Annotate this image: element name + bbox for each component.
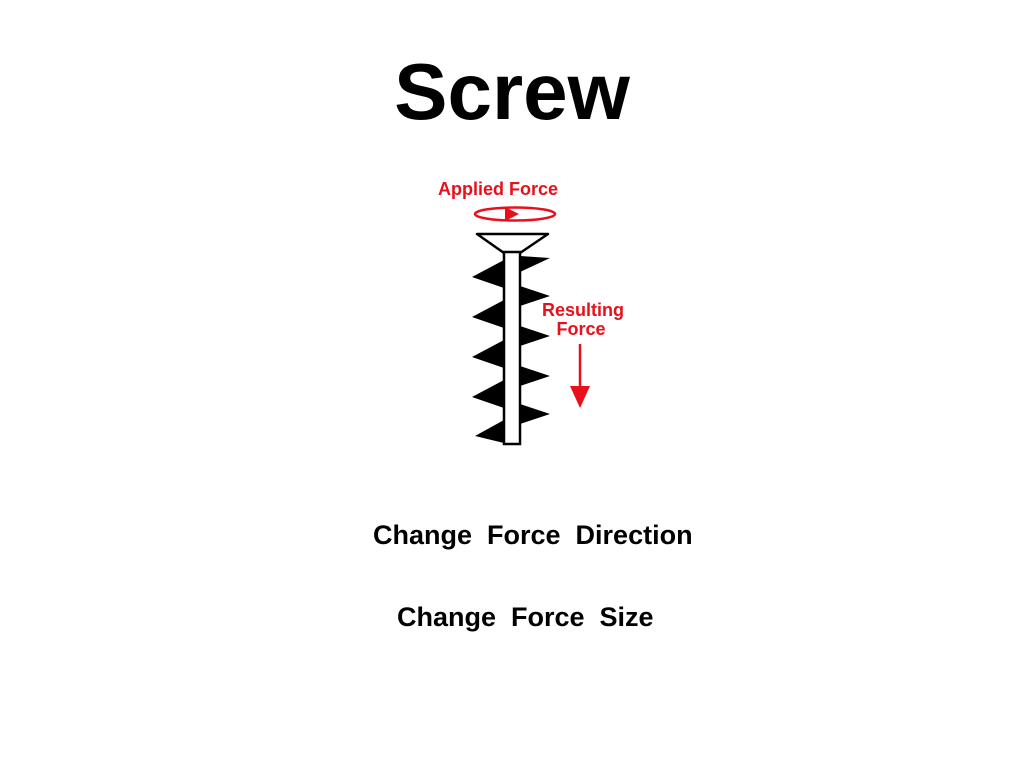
resulting-force-label-line2: Force — [556, 319, 605, 339]
resulting-force-label-line1: Resulting — [542, 300, 624, 320]
thread-tooth-left — [472, 380, 504, 408]
thread-tooth-right — [520, 366, 550, 386]
thread-tooth-left — [472, 300, 504, 328]
screw-threads-left — [472, 260, 504, 443]
applied-force-rotation-ellipse — [473, 206, 557, 222]
thread-tooth-right — [520, 286, 550, 306]
applied-force-label: Applied Force — [438, 179, 558, 199]
applied-force-arrowhead — [505, 207, 519, 221]
thread-tooth-left — [472, 260, 504, 288]
slide-title: Screw — [394, 47, 630, 136]
screw-shaft — [502, 250, 522, 446]
thread-tooth-left — [472, 340, 504, 368]
thread-tooth-right — [520, 326, 550, 346]
thread-tooth-right — [520, 404, 550, 424]
resulting-force-arrowhead — [570, 386, 590, 408]
screw-head — [475, 232, 550, 255]
thread-tooth-right — [520, 256, 550, 272]
screw-threads-right — [520, 256, 550, 424]
caption-change-force-direction: Change Force Direction — [373, 520, 693, 550]
thread-tooth-left — [475, 420, 504, 443]
caption-change-force-size: Change Force Size — [397, 602, 654, 632]
screw-diagram: Applied Force Resulting Force — [438, 179, 624, 446]
